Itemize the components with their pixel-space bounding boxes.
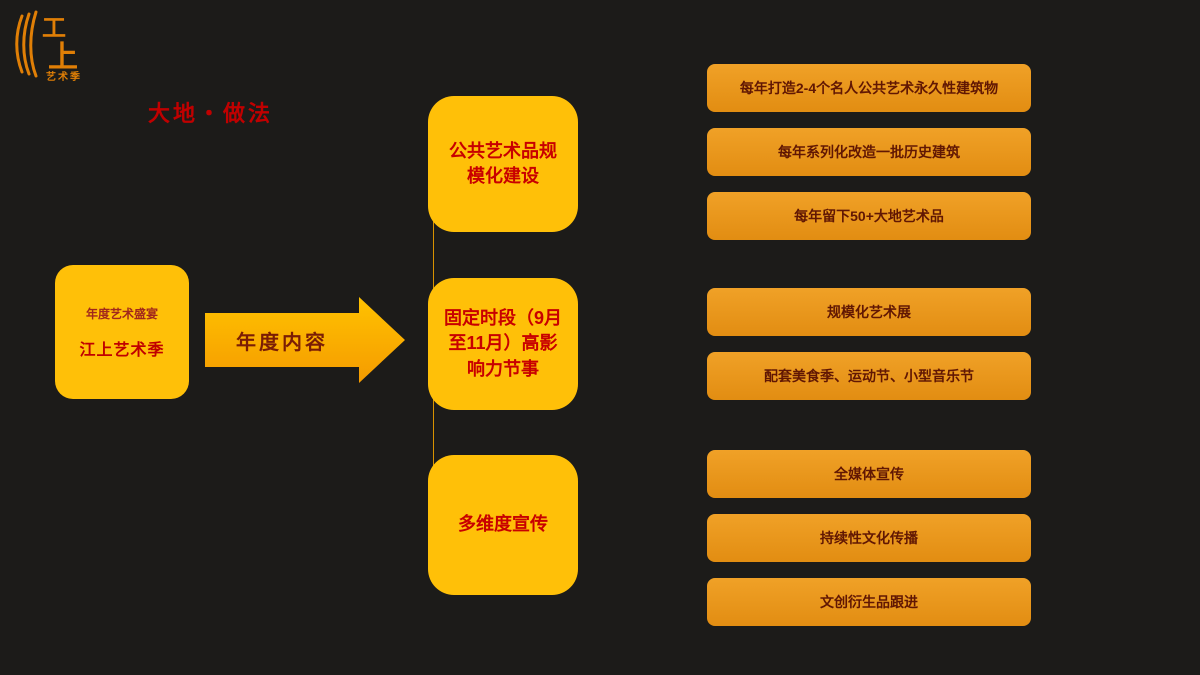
category-box-public-art: 公共艺术品规模化建设 [428,96,578,232]
page-title: 大地・做法 [148,101,274,126]
detail-label: 每年系列化改造一批历史建筑 [778,144,960,160]
logo: 工 上 艺术季 [10,6,102,92]
detail-label: 每年打造2-4个名人公共艺术永久性建筑物 [739,80,999,96]
source-box: 年度艺术盛宴 江上艺术季 [55,265,189,399]
logo-char-top: 工 [42,15,66,42]
source-box-subtitle: 年度艺术盛宴 [85,306,158,321]
detail-box: 持续性文化传播 [707,514,1031,562]
detail-box: 规模化艺术展 [707,288,1031,336]
category-box-fixed-period-events: 固定时段（9月至11月）高影响力节事 [428,278,578,410]
detail-box: 每年留下50+大地艺术品 [707,192,1031,240]
detail-box: 配套美食季、运动节、小型音乐节 [707,352,1031,400]
detail-label: 持续性文化传播 [820,530,918,546]
arrow-right-icon [205,297,405,383]
detail-label: 每年留下50+大地艺术品 [794,208,944,224]
logo-char-bottom: 上 [48,41,78,74]
detail-box: 每年打造2-4个名人公共艺术永久性建筑物 [707,64,1031,112]
category-label: 固定时段（9月至11月）高影响力节事 [444,308,563,379]
logo-subtitle: 艺术季 [46,72,82,83]
detail-label: 规模化艺术展 [827,304,911,320]
detail-label: 全媒体宣传 [834,466,904,482]
source-box-title: 江上艺术季 [79,341,165,359]
category-label: 多维度宣传 [458,514,548,535]
arrow-label: 年度内容 [236,331,328,354]
category-label: 公共艺术品规模化建设 [449,140,557,186]
detail-label: 配套美食季、运动节、小型音乐节 [764,368,974,384]
logo-wave-icon [15,10,38,78]
detail-label: 文创衍生品跟进 [820,594,918,610]
detail-box: 文创衍生品跟进 [707,578,1031,626]
category-box-multi-dimension-promo: 多维度宣传 [428,455,578,595]
detail-box: 每年系列化改造一批历史建筑 [707,128,1031,176]
detail-box: 全媒体宣传 [707,450,1031,498]
